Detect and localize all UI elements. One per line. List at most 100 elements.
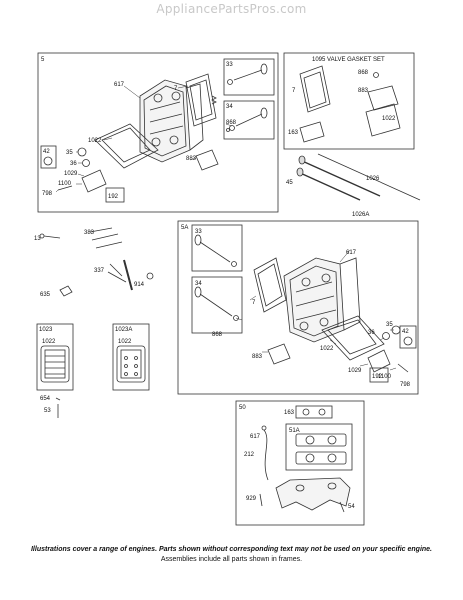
- valve-33b: [194, 234, 237, 267]
- label-7b: 7: [292, 88, 296, 94]
- frame-5a: [177, 220, 419, 395]
- frame-50-label: 50: [239, 405, 246, 411]
- gasket-883c: [267, 343, 291, 365]
- label-1022c: 1022: [320, 346, 334, 352]
- label-53: 53: [44, 408, 51, 414]
- breather-42b: [403, 336, 413, 346]
- frame-1023a-label: 1023A: [115, 327, 132, 333]
- rocker-gasket-a: [185, 73, 217, 127]
- label-337: 337: [94, 268, 105, 274]
- label-798b: 798: [400, 382, 411, 388]
- loose-parts: [39, 227, 154, 297]
- part-1029b: [367, 349, 391, 373]
- frame-33b-label: 33: [195, 229, 202, 235]
- label-1026a: 1026A: [352, 212, 369, 218]
- breather-tube-212: [261, 425, 269, 481]
- valve-spring-a: [211, 95, 217, 105]
- label-13: 13: [34, 236, 41, 242]
- label-798a: 798: [42, 191, 53, 197]
- valve-34a: [226, 107, 268, 132]
- frame-34a-label: 34: [226, 104, 233, 110]
- label-36b: 36: [368, 330, 375, 336]
- frame-192b: [369, 367, 389, 383]
- frame-51a-label: 51A: [289, 428, 300, 434]
- frame-34a: [223, 100, 275, 140]
- screw-798a: [57, 185, 73, 191]
- caption-disclaimer: Illustrations cover a range of engines. …: [30, 546, 433, 553]
- label-163b: 163: [284, 410, 295, 416]
- rocker-cover-1023a: [116, 345, 146, 383]
- label-883c: 883: [252, 354, 263, 360]
- label-654: 654: [40, 396, 51, 402]
- label-7a: 7: [174, 86, 178, 92]
- label-617b: 617: [346, 250, 357, 256]
- frame-33a: [223, 58, 275, 96]
- label-868b: 868: [358, 70, 369, 76]
- valve-gasket-set: [299, 65, 401, 143]
- label-868c: 868: [212, 332, 223, 338]
- label-7c: 7: [252, 300, 256, 306]
- cylinder-head-b: [283, 257, 361, 343]
- frame-5-label: 5: [41, 57, 45, 63]
- head-gasket-b: [321, 315, 385, 361]
- screw-929: [259, 493, 263, 507]
- frame-192b-label: 192: [372, 374, 383, 380]
- label-1022d: 1022: [42, 339, 56, 345]
- intake-gaskets-51a: [295, 433, 347, 465]
- label-617a: 617: [114, 82, 125, 88]
- label-883b: 883: [358, 88, 369, 94]
- label-635: 635: [40, 292, 51, 298]
- label-54: 54: [348, 504, 355, 510]
- valve-33a: [227, 63, 268, 85]
- rocker-gasket-b: [253, 257, 287, 313]
- label-1022b: 1022: [382, 116, 396, 122]
- valve-34b: [194, 286, 239, 321]
- label-1022e: 1022: [118, 339, 132, 345]
- watermark: AppliancePartsPros.com: [156, 2, 307, 16]
- frame-1095-label: 1095 VALVE GASKET SET: [312, 57, 385, 63]
- label-883a: 883: [186, 156, 197, 162]
- frame-5: [37, 52, 279, 213]
- part-36b: [382, 332, 390, 340]
- label-914: 914: [134, 282, 145, 288]
- label-383: 383: [84, 230, 95, 236]
- label-1026: 1026: [366, 176, 380, 182]
- frame-1023-label: 1023: [39, 327, 53, 333]
- label-868a: 868: [226, 120, 237, 126]
- label-617c: 617: [250, 434, 261, 440]
- caption-assemblies: Assemblies include all parts shown in fr…: [160, 556, 303, 563]
- part-36a: [82, 159, 90, 167]
- frame-1023: [36, 323, 74, 391]
- label-163a: 163: [288, 130, 299, 136]
- label-1029a: 1029: [64, 171, 78, 177]
- rocker-cover-1023: [40, 345, 70, 383]
- part-654: [55, 397, 61, 401]
- screw-54: [339, 501, 345, 513]
- label-1100a: 1100: [58, 181, 72, 187]
- frame-34b-label: 34: [195, 281, 202, 287]
- frame-1095: [283, 52, 415, 150]
- push-rods: [296, 153, 421, 201]
- frame-192a: [105, 187, 125, 203]
- label-1029b: 1029: [348, 368, 362, 374]
- label-35a: 35: [66, 150, 73, 156]
- frame-42a: [40, 145, 57, 169]
- frame-192a-label: 192: [108, 194, 119, 200]
- label-212: 212: [244, 452, 255, 458]
- part-35a: [77, 147, 87, 157]
- part-1029a: [81, 169, 107, 193]
- label-45: 45: [286, 180, 293, 186]
- label-35b: 35: [386, 322, 393, 328]
- frame-33a-label: 33: [226, 62, 233, 68]
- label-36a: 36: [70, 161, 77, 167]
- frame-42b: [399, 325, 417, 349]
- frame-34b: [191, 276, 243, 334]
- frame-42a-label: 42: [43, 149, 50, 155]
- label-929: 929: [246, 496, 257, 502]
- cylinder-head-a: [139, 79, 204, 163]
- intake-manifold: [275, 477, 351, 511]
- frame-51a: [285, 423, 353, 471]
- label-1100b: 1100: [378, 374, 392, 380]
- screw-798b: [397, 363, 409, 373]
